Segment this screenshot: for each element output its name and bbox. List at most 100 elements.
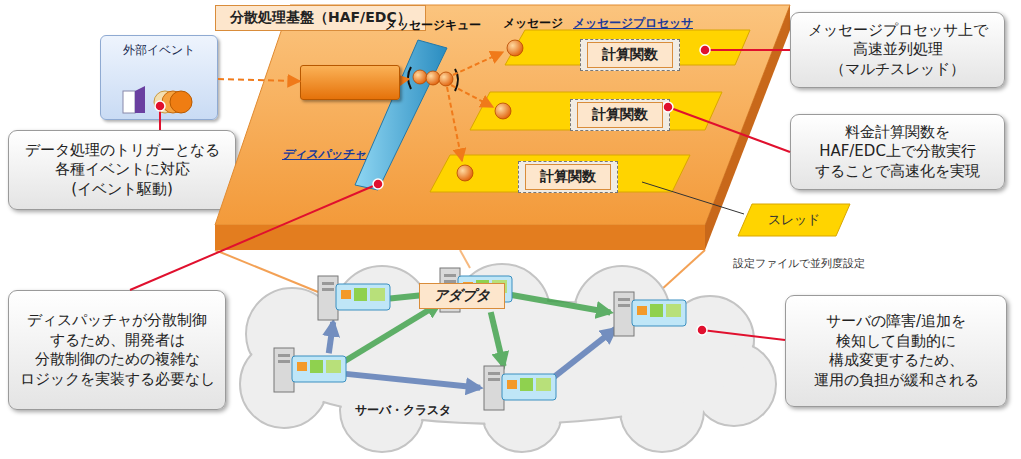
server-slot xyxy=(444,280,456,283)
server-slot xyxy=(322,282,334,285)
server-slot xyxy=(278,354,290,357)
server-module xyxy=(666,304,681,317)
server-slot xyxy=(488,372,500,375)
server-module xyxy=(370,288,385,301)
callout-box: メッセージプロセッサ上で 高速並列処理 （マルチスレッド） xyxy=(790,12,1005,88)
queue-bar xyxy=(355,40,447,190)
server-slot xyxy=(488,378,500,381)
server-panel xyxy=(292,356,346,382)
cloud-outline xyxy=(240,264,776,452)
cluster-link xyxy=(342,303,440,362)
thread-lane xyxy=(430,155,690,192)
node-text: 計算関数 xyxy=(577,102,663,128)
server-module xyxy=(536,378,551,391)
message-ball xyxy=(457,165,473,181)
server-tower xyxy=(318,276,338,320)
node-text: 外部イベント xyxy=(101,42,217,59)
part-label: ディスパッチャ xyxy=(282,146,366,163)
server-icon xyxy=(318,276,390,320)
event-box: 外部イベント xyxy=(100,35,218,120)
node-text: サーバの障害/追加を 検知して自動的に 構成変更するため、 運用の負担が緩和され… xyxy=(794,312,998,390)
server-icon xyxy=(440,268,512,312)
server-icon xyxy=(614,292,686,336)
cloud-fill xyxy=(242,266,775,451)
queued-message xyxy=(426,71,440,85)
event-icon xyxy=(123,91,135,113)
node-text: 料金計算関数を HAF/EDC上で分散実行 することで高速化を実現 xyxy=(799,123,996,182)
dashed-arrow xyxy=(447,87,462,161)
function-box: 計算関数 xyxy=(518,161,618,193)
server-slot xyxy=(444,274,456,277)
thread-parallelogram xyxy=(738,204,850,236)
node-text: 計算関数 xyxy=(525,164,611,190)
node-text: サーバ・クラスタ xyxy=(355,402,451,419)
server-tower xyxy=(484,366,504,410)
cluster-link xyxy=(346,374,480,388)
thread-shape: スレッド xyxy=(738,204,850,236)
part-label: 設定ファイルで並列度設定 xyxy=(733,256,865,271)
server-module xyxy=(507,380,517,389)
cluster-link xyxy=(329,322,333,353)
platform-slab: アダプタ計算関数計算関数計算関数分散処理基盤（HAF/EDC） xyxy=(215,5,790,250)
server-panel xyxy=(632,300,686,326)
cluster-link xyxy=(491,312,504,366)
callout-box: サーバの障害/追加を 検知して自動的に 構成変更するため、 運用の負担が緩和され… xyxy=(785,295,1007,407)
message-ball xyxy=(495,103,511,119)
server-panel xyxy=(502,374,556,400)
server-module xyxy=(326,360,341,373)
server-module xyxy=(520,378,533,391)
callout-box: データ処理のトリガーとなる 各種イベントに対応 (イベント駆動) xyxy=(8,130,236,210)
cluster-link xyxy=(512,295,611,312)
platform-front xyxy=(215,225,705,250)
cluster-link xyxy=(551,329,615,379)
node-text: メッセージプロセッサ上で 高速並列処理 （マルチスレッド） xyxy=(799,21,996,80)
server-module xyxy=(297,362,307,371)
part-label: メッセージキュー xyxy=(385,17,481,34)
server-module xyxy=(476,280,489,293)
server-module xyxy=(310,360,323,373)
server-tower xyxy=(440,268,460,312)
queued-message xyxy=(439,72,453,86)
server-module xyxy=(354,288,367,301)
server-slot xyxy=(322,288,334,291)
queued-message xyxy=(413,70,427,84)
server-module xyxy=(341,290,351,299)
event-icon xyxy=(135,86,145,113)
server-panel xyxy=(336,284,390,310)
server-icon xyxy=(484,366,556,410)
server-module xyxy=(492,280,507,293)
message-ball xyxy=(507,40,523,56)
server-slot xyxy=(278,360,290,363)
adapter-box: アダプタ xyxy=(300,65,400,100)
server-module xyxy=(463,282,473,291)
node-text: アダプタ xyxy=(419,283,505,309)
server-module xyxy=(650,304,663,317)
node-shape xyxy=(215,5,790,250)
server-tower xyxy=(614,292,634,336)
support-line xyxy=(215,250,318,292)
node-text: スレッド xyxy=(768,211,820,229)
callout-box: 料金計算関数を HAF/EDC上で分散実行 することで高速化を実現 xyxy=(790,114,1005,190)
dashed-arrow xyxy=(451,85,493,107)
server-icon xyxy=(274,348,346,392)
server-module xyxy=(637,306,647,315)
thread-lane xyxy=(470,92,722,130)
server-slot xyxy=(618,298,630,301)
node-text: ディスパッチャが分散制御 するため、開発者は 分散制御のための複雑な ロジックを… xyxy=(17,311,217,389)
queue-bracket xyxy=(408,67,411,89)
part-label: メッセージプロセッサ xyxy=(573,15,693,32)
callout-box: ディスパッチャが分散制御 するため、開発者は 分散制御のための複雑な ロジックを… xyxy=(8,290,226,410)
node-text: データ処理のトリガーとなる 各種イベントに対応 (イベント駆動) xyxy=(17,141,227,200)
server-panel xyxy=(458,276,512,302)
cluster-link xyxy=(390,294,436,299)
server-tower xyxy=(274,348,294,392)
dashed-arrow xyxy=(453,52,503,75)
support-line xyxy=(460,250,470,268)
function-box: 計算関数 xyxy=(580,39,680,71)
server-slot xyxy=(618,304,630,307)
node-text: 計算関数 xyxy=(587,42,673,68)
platform-top xyxy=(215,5,790,225)
event-icon xyxy=(170,91,192,113)
part-label: メッセージ xyxy=(503,15,563,32)
